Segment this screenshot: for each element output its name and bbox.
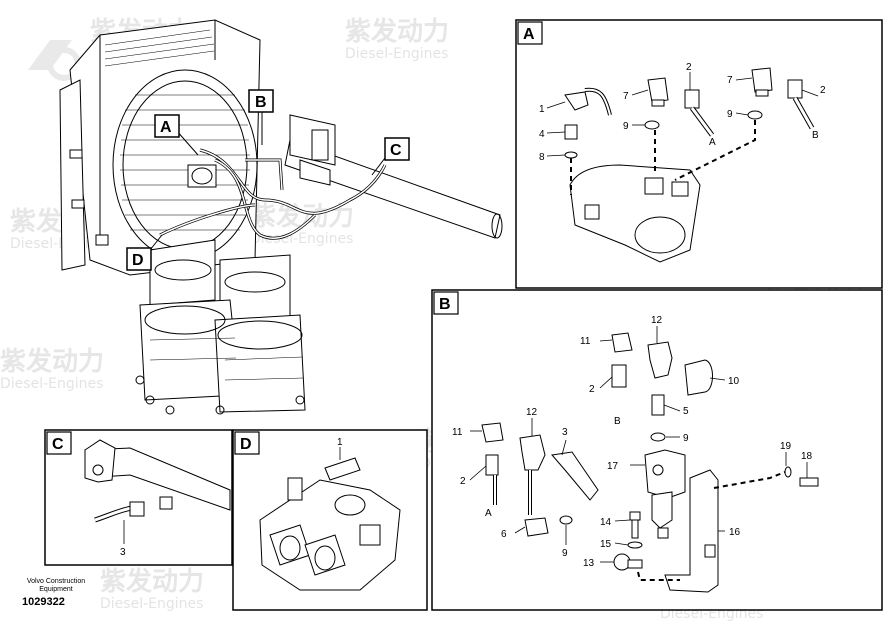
- svg-text:9: 9: [623, 121, 629, 132]
- svg-text:A: A: [160, 119, 172, 136]
- svg-text:13: 13: [583, 558, 595, 569]
- svg-text:4: 4: [539, 129, 545, 140]
- detail-panel-b: B: [431, 289, 883, 611]
- callout-a[interactable]: A: [154, 114, 180, 138]
- svg-text:14: 14: [600, 517, 612, 528]
- svg-text:A: A: [709, 137, 716, 148]
- svg-text:11: 11: [580, 336, 591, 347]
- svg-text:D: D: [132, 252, 144, 269]
- watermark-en: Diesel-Engines: [345, 46, 448, 62]
- svg-text:10: 10: [728, 376, 740, 387]
- svg-text:12: 12: [651, 315, 663, 326]
- svg-text:9: 9: [683, 433, 689, 444]
- footer-part-number: 1029322: [22, 596, 65, 608]
- svg-text:12: 12: [526, 407, 538, 418]
- svg-text:11: 11: [452, 427, 463, 438]
- watermark-cn: 紫发动力: [345, 16, 449, 47]
- panel-a-labels: 1 4 8 7 2 A 9 7 9 2 B: [539, 62, 826, 163]
- detail-panel-a: A: [515, 19, 883, 289]
- svg-text:A: A: [485, 508, 492, 519]
- watermark-en: Diesel-Engines: [250, 231, 353, 247]
- svg-text:2: 2: [460, 476, 466, 487]
- panel-d-label: 1: [337, 437, 343, 448]
- panel-b-labels: 11 12 10 2 B 5 9 11 12 3 2 A 6 9 17 14 1…: [452, 315, 813, 569]
- svg-text:2: 2: [820, 85, 826, 96]
- panel-a-tag: A: [523, 26, 535, 43]
- watermark-en: Diesel-Engines: [0, 376, 103, 392]
- svg-text:B: B: [614, 416, 621, 427]
- callout-d[interactable]: D: [126, 247, 152, 271]
- svg-text:3: 3: [562, 427, 568, 438]
- detail-panel-d: D 1: [232, 429, 428, 611]
- callout-b[interactable]: B: [248, 89, 274, 113]
- svg-text:19: 19: [780, 441, 792, 452]
- svg-text:C: C: [390, 142, 402, 159]
- svg-text:7: 7: [727, 75, 733, 86]
- svg-text:15: 15: [600, 539, 612, 550]
- panel-b-tag: B: [439, 296, 451, 313]
- svg-text:18: 18: [801, 451, 813, 462]
- detail-panel-c: C 3: [44, 429, 233, 566]
- svg-text:9: 9: [562, 548, 568, 559]
- svg-text:5: 5: [683, 406, 689, 417]
- svg-text:17: 17: [607, 461, 619, 472]
- svg-text:16: 16: [729, 527, 741, 538]
- watermark-cn: 紫发动力: [100, 566, 204, 597]
- watermark-en: Diesel-Engines: [100, 596, 203, 612]
- callout-c[interactable]: C: [384, 137, 410, 161]
- svg-text:9: 9: [727, 109, 733, 120]
- svg-text:8: 8: [539, 152, 545, 163]
- svg-text:B: B: [812, 130, 819, 141]
- panel-c-label: 3: [120, 547, 126, 558]
- svg-text:6: 6: [501, 529, 507, 540]
- panel-c-tag: C: [52, 436, 64, 453]
- panel-d-tag: D: [240, 436, 252, 453]
- main-callouts: A B C D: [126, 89, 410, 271]
- watermark-cn: 紫发动力: [0, 346, 104, 377]
- main-assembly: [59, 19, 503, 415]
- svg-text:2: 2: [589, 384, 595, 395]
- svg-text:B: B: [255, 94, 267, 111]
- footer-brand: Volvo Construction Equipment: [16, 578, 96, 594]
- svg-text:2: 2: [686, 62, 692, 73]
- svg-text:7: 7: [623, 91, 629, 102]
- svg-text:1: 1: [539, 104, 545, 115]
- footer-brand-line2: Equipment: [39, 586, 73, 593]
- footer-brand-line1: Volvo Construction: [26, 578, 86, 585]
